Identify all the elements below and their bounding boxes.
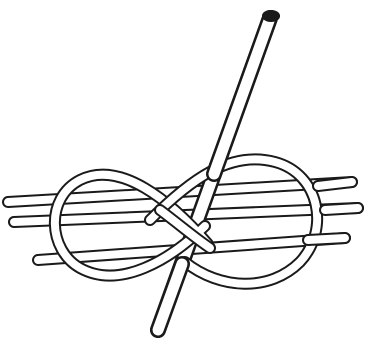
vertical-rod-upper [214,10,280,174]
vertical-rod-lower [158,264,182,330]
